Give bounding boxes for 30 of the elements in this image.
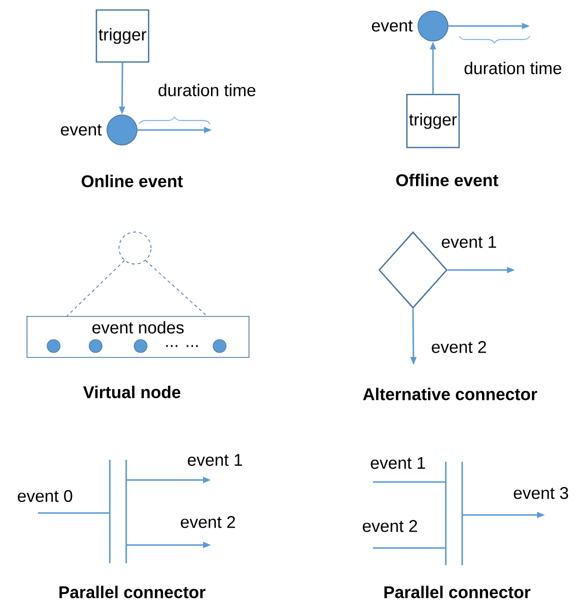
caption: Alternative connector [363,388,538,400]
edge-label: event 3 [514,486,568,500]
parallel-bar [109,460,127,564]
dashed-circle [118,232,152,264]
event-label: event [372,20,413,32]
ellipsis: ... ... [166,345,198,347]
trigger-box: trigger [96,9,150,63]
event-circle [106,114,138,146]
caption: Parallel connector [59,586,206,598]
event-dot [134,339,148,353]
event-circle [418,10,448,42]
edge-label: duration time [158,84,256,96]
event-dot [88,339,102,353]
trigger-box: trigger [406,94,460,148]
caption: Online event [82,174,183,188]
edge-label: event 2 [432,340,486,354]
caption: Virtual node [83,386,180,398]
edge-label: event 0 [18,490,72,502]
parallel-bar [445,462,463,566]
edge-label: event 1 [188,454,242,466]
edge-label: event 1 [370,457,426,469]
edge-label: event 2 [362,520,417,532]
event-dot [212,339,226,353]
caption: Offline event [396,174,498,186]
edge-label: event 2 [180,516,235,528]
caption: Parallel connector [384,586,530,598]
edge-label: duration time [464,62,562,74]
event-label: event [60,124,102,136]
edge-label: event 1 [442,236,496,248]
event-dot [46,339,60,353]
